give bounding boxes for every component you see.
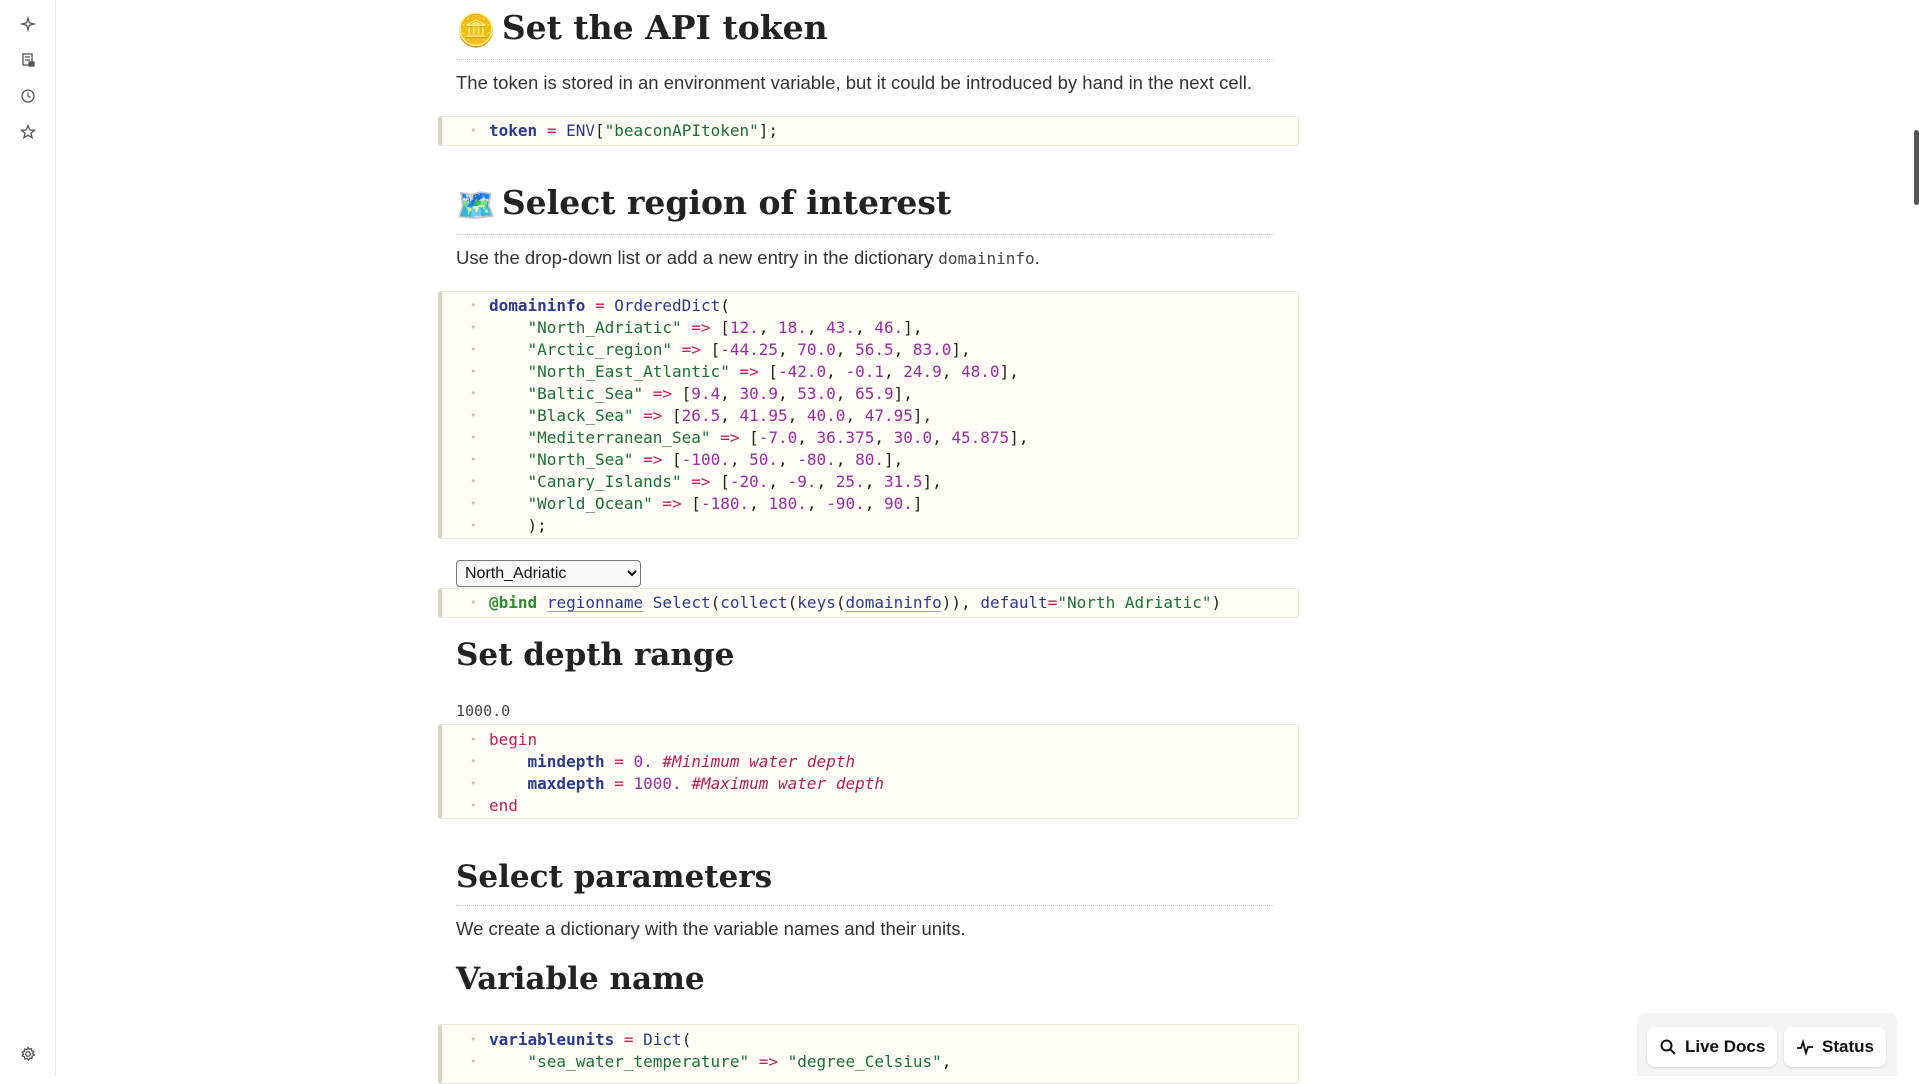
dict-entry-line: "Black_Sea" => [26.5, 41.95, 40.0, 47.95… — [442, 405, 1298, 427]
dict-entry-line: "North_Adriatic" => [12., 18., 43., 46.]… — [442, 317, 1298, 339]
dict-entry-line: "Arctic_region" => [-44.25, 70.0, 56.5, … — [442, 339, 1298, 361]
search-icon — [1660, 1039, 1676, 1055]
code-cell-token[interactable]: token = ENV["beaconAPItoken"]; — [438, 116, 1299, 146]
section-description: The token is stored in an environment va… — [456, 72, 1252, 93]
params-section: Select parameters We create a dictionary… — [456, 859, 1274, 940]
history-icon[interactable] — [16, 84, 40, 108]
section-heading: Set depth range — [456, 637, 735, 673]
coin-icon: 🪙 — [456, 11, 496, 49]
code-line: variableunits = Dict( — [442, 1029, 1298, 1051]
notebook-icon[interactable] — [16, 48, 40, 72]
cell-output: 1000.0 — [456, 702, 511, 720]
dict-entry-line: "World_Ocean" => [-180., 180., -90., 90.… — [442, 493, 1298, 515]
star-icon[interactable] — [16, 120, 40, 144]
region-section: 🗺️Select region of interest Use the drop… — [456, 183, 1274, 269]
code-line: "sea_water_temperature" => "degree_Celsi… — [442, 1051, 1298, 1073]
depth-section: Set depth range — [456, 637, 734, 673]
region-select-wrapper: North_Adriatic — [456, 560, 641, 587]
sidebar-rail — [0, 0, 56, 1076]
code-cell-variableunits[interactable]: variableunits = Dict( "sea_water_tempera… — [438, 1024, 1299, 1084]
code-line: token = ENV["beaconAPItoken"]; — [442, 120, 1298, 142]
code-line: end — [442, 795, 1298, 817]
activity-icon — [1797, 1038, 1813, 1056]
token-section: 🪙Set the API token The token is stored i… — [456, 8, 1274, 94]
dict-entry-line: "Baltic_Sea" => [9.4, 30.9, 53.0, 65.9], — [442, 383, 1298, 405]
section-heading: Select parameters — [456, 859, 1274, 906]
settings-icon[interactable] — [16, 1042, 40, 1066]
code-line: mindepth = 0. #Minimum water depth — [442, 751, 1298, 773]
region-select[interactable]: North_Adriatic — [456, 560, 641, 587]
code-line: maxdepth = 1000. #Maximum water depth — [442, 773, 1298, 795]
section-description: We create a dictionary with the variable… — [456, 918, 966, 939]
live-docs-button[interactable]: Live Docs — [1647, 1027, 1778, 1067]
code-cell-bind[interactable]: @bind regionname Select(collect(keys(dom… — [438, 588, 1299, 618]
footer-panel: Live Docs Status — [1637, 1013, 1897, 1076]
dict-entry-line: "North_Sea" => [-100., 50., -80., 80.], — [442, 449, 1298, 471]
section-heading: Variable name — [456, 961, 705, 997]
map-icon: 🗺️ — [456, 186, 496, 224]
code-line: begin — [442, 729, 1298, 751]
dict-entry-line: "North_East_Atlantic" => [-42.0, -0.1, 2… — [442, 361, 1298, 383]
code-cell-depth[interactable]: begin mindepth = 0. #Minimum water depth… — [438, 724, 1299, 819]
sparkle-icon[interactable] — [16, 12, 40, 36]
section-heading: 🗺️Select region of interest — [456, 183, 1274, 235]
scrollbar-thumb[interactable] — [1914, 130, 1919, 205]
dict-entry-line: "Canary_Islands" => [-20., -9., 25., 31.… — [442, 471, 1298, 493]
section-heading: 🪙Set the API token — [456, 8, 1274, 60]
variable-name-section: Variable name — [456, 961, 705, 997]
section-description: Use the drop-down list or add a new entr… — [456, 247, 1040, 268]
code-line: domaininfo = OrderedDict( — [442, 295, 1298, 317]
status-button[interactable]: Status — [1784, 1027, 1886, 1067]
code-line: @bind regionname Select(collect(keys(dom… — [442, 592, 1298, 614]
code-line: ); — [442, 515, 1298, 537]
dict-entry-line: "Mediterranean_Sea" => [-7.0, 36.375, 30… — [442, 427, 1298, 449]
code-cell-domaininfo[interactable]: domaininfo = OrderedDict( "North_Adriati… — [438, 291, 1299, 539]
